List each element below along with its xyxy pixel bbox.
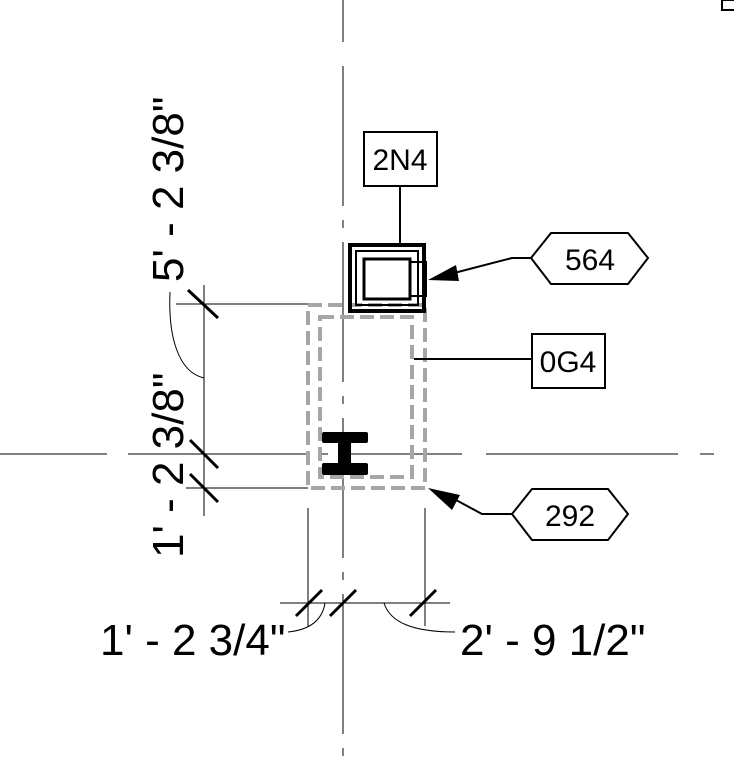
dimension-leader-curve — [169, 291, 205, 379]
tag-292-arrowhead — [428, 488, 460, 510]
hss-column-inner — [362, 257, 412, 301]
dimension-text-vertical-lower: 1' - 2 3/8" — [144, 373, 193, 558]
tag-2n4-label: 2N4 — [372, 144, 427, 177]
horizontal-dimension-string — [280, 508, 456, 633]
tag-564[interactable]: 564 — [428, 232, 650, 285]
dimension-tick-right — [408, 588, 438, 618]
wide-flange-section — [322, 432, 368, 475]
tag-564-hexagon — [529, 232, 650, 285]
dimension-text-horizontal-right: 2' - 9 1/2" — [460, 616, 645, 665]
footing-inner-outline — [318, 315, 414, 479]
tag-0g4-label: 0G4 — [540, 346, 597, 379]
dimension-tick-top — [186, 288, 220, 320]
hidden-footing-outline — [306, 303, 427, 490]
dimension-text-horizontal-left: 1' - 2 3/4" — [100, 616, 285, 665]
dimension-tick-left — [294, 588, 324, 618]
hss-column — [348, 243, 427, 313]
tag-564-arrowhead — [428, 265, 459, 281]
tag-292[interactable]: 292 — [428, 488, 630, 541]
tag-292-hexagon — [510, 488, 630, 541]
wf-web — [338, 441, 351, 465]
dimension-leader-left-curve — [287, 602, 326, 633]
tag-564-leader — [453, 257, 531, 274]
tag-564-label: 564 — [565, 244, 615, 277]
grid-lines — [0, 0, 714, 760]
dimension-tick-middle — [188, 438, 220, 470]
tag-0g4[interactable]: 0G4 — [414, 333, 606, 389]
tag-2n4[interactable]: 2N4 — [363, 131, 438, 246]
dimension-leader-right-curve — [383, 602, 456, 633]
tag-0g4-box — [531, 333, 606, 389]
dimension-tick-bottom — [188, 472, 220, 504]
column-base-plate — [409, 261, 427, 297]
dimension-tick-center — [328, 588, 358, 618]
vertical-dimension-string — [169, 285, 308, 516]
wf-top-flange — [322, 432, 368, 443]
grid-bubble-partial — [721, 0, 734, 11]
tag-292-leader — [455, 499, 512, 515]
dimension-text-vertical-upper: 5' - 2 3/8" — [144, 97, 193, 282]
tag-292-label: 292 — [545, 500, 595, 533]
wf-bottom-flange — [322, 463, 368, 475]
hss-column-outer — [348, 243, 426, 313]
footing-outer-outline — [306, 303, 427, 490]
hss-column-wall — [355, 250, 419, 306]
